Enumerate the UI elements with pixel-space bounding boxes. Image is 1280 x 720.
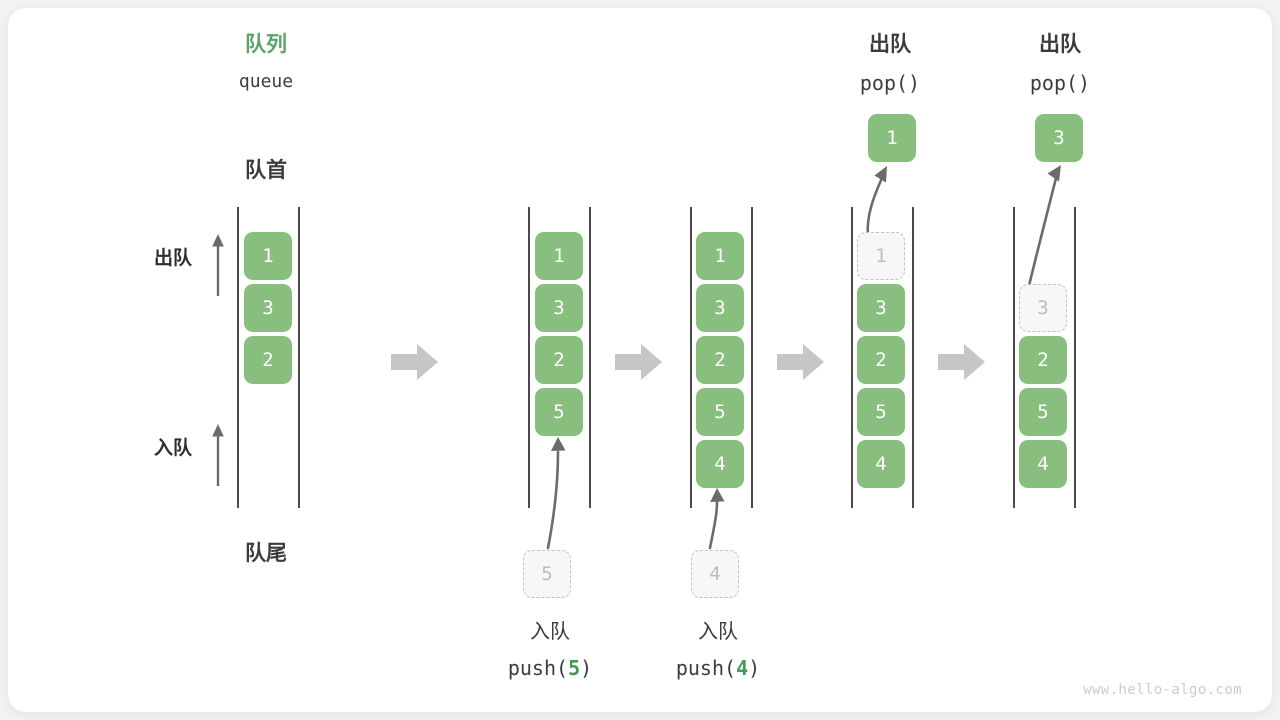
pop-motion-arrow-icon	[866, 166, 887, 238]
queue-rail-left-5	[1013, 207, 1015, 508]
queue-rail-right-5	[1074, 207, 1076, 508]
popped-element-ghost: 3	[1019, 284, 1067, 332]
pop1-label-code: pop()	[859, 71, 921, 95]
incoming-element-ghost: 4	[691, 550, 739, 598]
push-motion-arrow-icon	[708, 488, 725, 550]
queue-element: 2	[535, 336, 583, 384]
queue-element-new: 4	[696, 440, 744, 488]
push5-code-arg: 5	[568, 656, 581, 680]
queue-rail-right-2	[589, 207, 591, 508]
push4-code-arg: 4	[736, 656, 749, 680]
popped-element: 1	[868, 114, 916, 162]
transition-arrow-icon	[391, 344, 438, 380]
queue-element: 3	[857, 284, 905, 332]
queue-rail-right-4	[912, 207, 914, 508]
push4-label-code: push(4)	[648, 655, 788, 681]
dequeue-direction-arrow-icon	[212, 234, 224, 296]
queue-rail-right-1	[298, 207, 300, 508]
queue-element: 1	[244, 232, 292, 280]
queue-rail-right-3	[751, 207, 753, 508]
watermark: www.hello-algo.com	[1083, 682, 1242, 698]
push4-code-suffix: )	[748, 656, 761, 680]
dequeue-direction-label: 出队	[153, 248, 192, 269]
queue-element: 5	[696, 388, 744, 436]
queue-element: 1	[535, 232, 583, 280]
push5-code-prefix: push(	[507, 656, 569, 680]
push5-label-code: push(5)	[480, 655, 620, 681]
push5-code-suffix: )	[580, 656, 593, 680]
queue-element: 3	[535, 284, 583, 332]
queue-title-cn: 队列	[245, 33, 287, 56]
rear-label: 队尾	[245, 542, 287, 565]
queue-title-en: queue	[238, 71, 294, 92]
queue-element: 2	[1019, 336, 1067, 384]
queue-element: 2	[244, 336, 292, 384]
queue-rail-left-4	[851, 207, 853, 508]
pop3-label-cn: 出队	[1039, 33, 1081, 56]
queue-element: 4	[857, 440, 905, 488]
queue-element: 3	[696, 284, 744, 332]
queue-rail-left-2	[528, 207, 530, 508]
pop1-label-cn: 出队	[869, 33, 911, 56]
queue-element: 5	[857, 388, 905, 436]
queue-rail-left-1	[237, 207, 239, 508]
transition-arrow-icon	[938, 344, 985, 380]
queue-element: 3	[244, 284, 292, 332]
push4-label-cn: 入队	[698, 621, 738, 643]
queue-element: 1	[696, 232, 744, 280]
enqueue-direction-arrow-icon	[212, 424, 224, 486]
queue-element: 2	[696, 336, 744, 384]
popped-element: 3	[1035, 114, 1083, 162]
front-label: 队首	[245, 159, 287, 182]
queue-element: 4	[1019, 440, 1067, 488]
queue-rail-left-3	[690, 207, 692, 508]
queue-element-new: 5	[535, 388, 583, 436]
transition-arrow-icon	[615, 344, 662, 380]
push-motion-arrow-icon	[546, 437, 566, 550]
push4-code-prefix: push(	[675, 656, 737, 680]
pop3-label-code: pop()	[1029, 71, 1091, 95]
popped-element-ghost: 1	[857, 232, 905, 280]
queue-element: 5	[1019, 388, 1067, 436]
push5-label-cn: 入队	[530, 621, 570, 643]
transition-arrow-icon	[777, 344, 824, 380]
queue-element: 2	[857, 336, 905, 384]
incoming-element-ghost: 5	[523, 550, 571, 598]
enqueue-direction-label: 入队	[153, 438, 192, 459]
pop-motion-arrow-icon	[1026, 165, 1061, 292]
